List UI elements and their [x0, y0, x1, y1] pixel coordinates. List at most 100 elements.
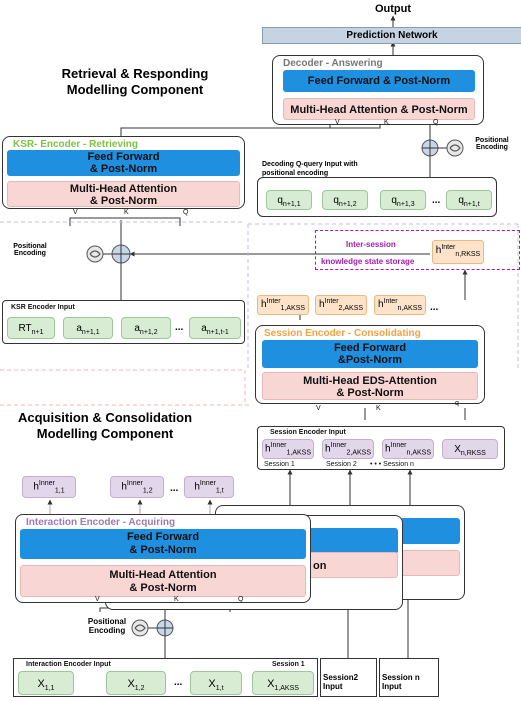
interaction-encoder-title: Interaction Encoder - Acquiring: [26, 517, 176, 528]
storage-line1: Inter-session: [346, 240, 396, 249]
decoding-input-label: Decoding Q-query Input with positional e…: [262, 161, 358, 177]
x-sub: 1,1: [44, 685, 55, 693]
h-sub: 2,AKSS: [346, 449, 372, 457]
ksr-input-a-1: an+1,1: [63, 317, 113, 339]
h-sub: 2,AKSS: [338, 304, 364, 312]
ksr-feed-forward: Feed Forward & Post-Norm: [7, 150, 240, 176]
x-sub: n,RKSS: [460, 450, 486, 457]
h-sub: n,RKSS: [455, 250, 481, 258]
h-symbol: h: [121, 481, 127, 493]
session-encoder-title: Session Encoder - Consolidating: [264, 328, 421, 339]
decoding-q-4: qn+1,t: [446, 190, 492, 210]
interaction-x-t: X1,t: [190, 671, 242, 695]
session-multi-head-eds-attention: Multi-Head EDS-Attention & Post-Norm: [262, 372, 478, 400]
output-label: Output: [374, 3, 412, 15]
session-k: K: [376, 405, 381, 412]
a-sub: n+1,t-1: [206, 329, 229, 336]
inter-session-storage: Inter-session knowledge state storage hI…: [315, 230, 520, 270]
h-sub: 1,AKSS: [280, 304, 306, 312]
h-symbol: h: [324, 443, 331, 455]
a-symbol: a: [201, 323, 207, 334]
interaction-k: K: [174, 596, 179, 603]
session-output-2: hInter2,AKSS: [315, 295, 367, 315]
h-symbol: h: [435, 245, 442, 256]
h-symbol: h: [384, 443, 391, 455]
storage-line2: knowledge state storage: [321, 257, 415, 266]
h-sup: Inner: [126, 480, 143, 487]
session-input-box: Session Encoder Input hInner1,AKSS hInne…: [257, 426, 505, 470]
decoder-positional-encoding: Positional Encoding: [475, 137, 509, 151]
h-sup: Inner: [270, 442, 287, 449]
q-symbol: q: [333, 195, 339, 206]
interaction-input-label: Interaction Encoder Input: [26, 661, 111, 668]
session-output-ellipsis: ...: [430, 302, 439, 313]
decoding-input-box: qn+1,1 qn+1,2 qn+1,3 ... qn+1,t: [257, 177, 497, 217]
inner-output-ellipsis: ...: [170, 483, 179, 494]
q-sub: n+1,1: [282, 201, 301, 208]
session-v: V: [316, 405, 321, 412]
q-sub: n+1,t: [463, 201, 480, 208]
session-label-2: Session 2: [326, 461, 357, 468]
x-sub: 1,t: [215, 685, 224, 693]
ksr-q: Q: [183, 209, 189, 216]
session-input-h-1: hInner1,AKSS: [262, 439, 314, 459]
acquisition-section-title: Acquisition & Consolidation Modelling Co…: [17, 410, 193, 441]
x-symbol: X: [127, 678, 135, 690]
h-sup: Inner: [38, 480, 55, 487]
q-sub: n+1,3: [396, 201, 415, 208]
x-symbol: X: [267, 678, 275, 690]
interaction-x-2: X1,2: [106, 671, 166, 695]
decoder-feed-forward: Feed Forward & Post-Norm: [283, 70, 475, 92]
session2-input-label: Session2 Input: [323, 673, 359, 691]
interaction-v: V: [95, 596, 100, 603]
ksr-positional-encoding: Positional Encoding: [13, 243, 47, 257]
a-sub: n+1,1: [81, 329, 100, 336]
a-sub: n+1,2: [139, 329, 158, 336]
decoder-title: Decoder - Answering: [283, 58, 383, 69]
ksr-ellipsis: ...: [175, 322, 184, 333]
ksr-input-a-3: an+1,t-1: [189, 317, 241, 339]
ksr-encoder-title: KSR- Encoder - Retrieving: [13, 139, 139, 150]
a-symbol: a: [76, 323, 82, 334]
storage-h-rkss: hIntern,RKSS: [432, 240, 484, 264]
ksr-input-a-2: an+1,2: [121, 317, 171, 339]
stack-n-feed-forward: [400, 518, 460, 544]
x-sub: 1,2: [134, 685, 145, 693]
h-sup: Inter: [266, 298, 281, 305]
inner-output-2: hInner1,2: [110, 476, 164, 498]
q-symbol: q: [277, 195, 283, 206]
q-symbol: q: [391, 195, 397, 206]
h-sub: n,AKSS: [406, 449, 432, 457]
stack-2-mha: on: [300, 552, 398, 578]
interaction-encoder-block: Interaction Encoder - Acquiring Feed For…: [15, 514, 311, 603]
h-sub: n,AKSS: [397, 304, 423, 312]
interaction-feed-forward: Feed Forward & Post-Norm: [20, 529, 306, 559]
ksr-encoder-block: KSR- Encoder - Retrieving Feed Forward &…: [2, 136, 245, 209]
decoder-multi-head-attention: Multi-Head Attention & Post-Norm: [283, 98, 475, 120]
interaction-multi-head-attention: Multi-Head Attention & Post-Norm: [20, 565, 306, 597]
inner-output-1: hInner1,1: [22, 476, 76, 498]
x-symbol: X: [208, 678, 216, 690]
decoding-q-3: qn+1,3: [380, 190, 426, 210]
retrieval-section-title: Retrieval & Responding Modelling Compone…: [61, 66, 209, 97]
decoder-q: Q: [433, 119, 439, 126]
interaction-x-akss: X1,AKSS: [252, 671, 314, 695]
rt-symbol: RT: [18, 323, 32, 334]
decoder-block: Decoder - Answering Feed Forward & Post-…: [272, 55, 484, 126]
h-symbol: h: [194, 481, 200, 493]
h-sup: Inter: [383, 298, 398, 305]
h-symbol: h: [318, 299, 325, 310]
decoding-q-1: qn+1,1: [266, 190, 312, 210]
h-sub: 1,AKSS: [286, 449, 312, 457]
session-input-h-2: hInner2,AKSS: [322, 439, 374, 459]
interaction-positional-encoding: Positional Encoding: [87, 617, 127, 635]
stack-2-fragment: on: [313, 560, 327, 572]
h-symbol: h: [260, 299, 267, 310]
decoding-q-2: qn+1,2: [322, 190, 368, 210]
session-feed-forward: Feed Forward &Post-Norm: [262, 340, 478, 368]
session-label-n: • • • Session n: [370, 461, 414, 468]
h-sup: Inner: [199, 480, 216, 487]
q-sub: n+1,2: [338, 201, 357, 208]
decoder-k: K: [384, 119, 389, 126]
session-input-h-n: hInnern,AKSS: [382, 439, 434, 459]
